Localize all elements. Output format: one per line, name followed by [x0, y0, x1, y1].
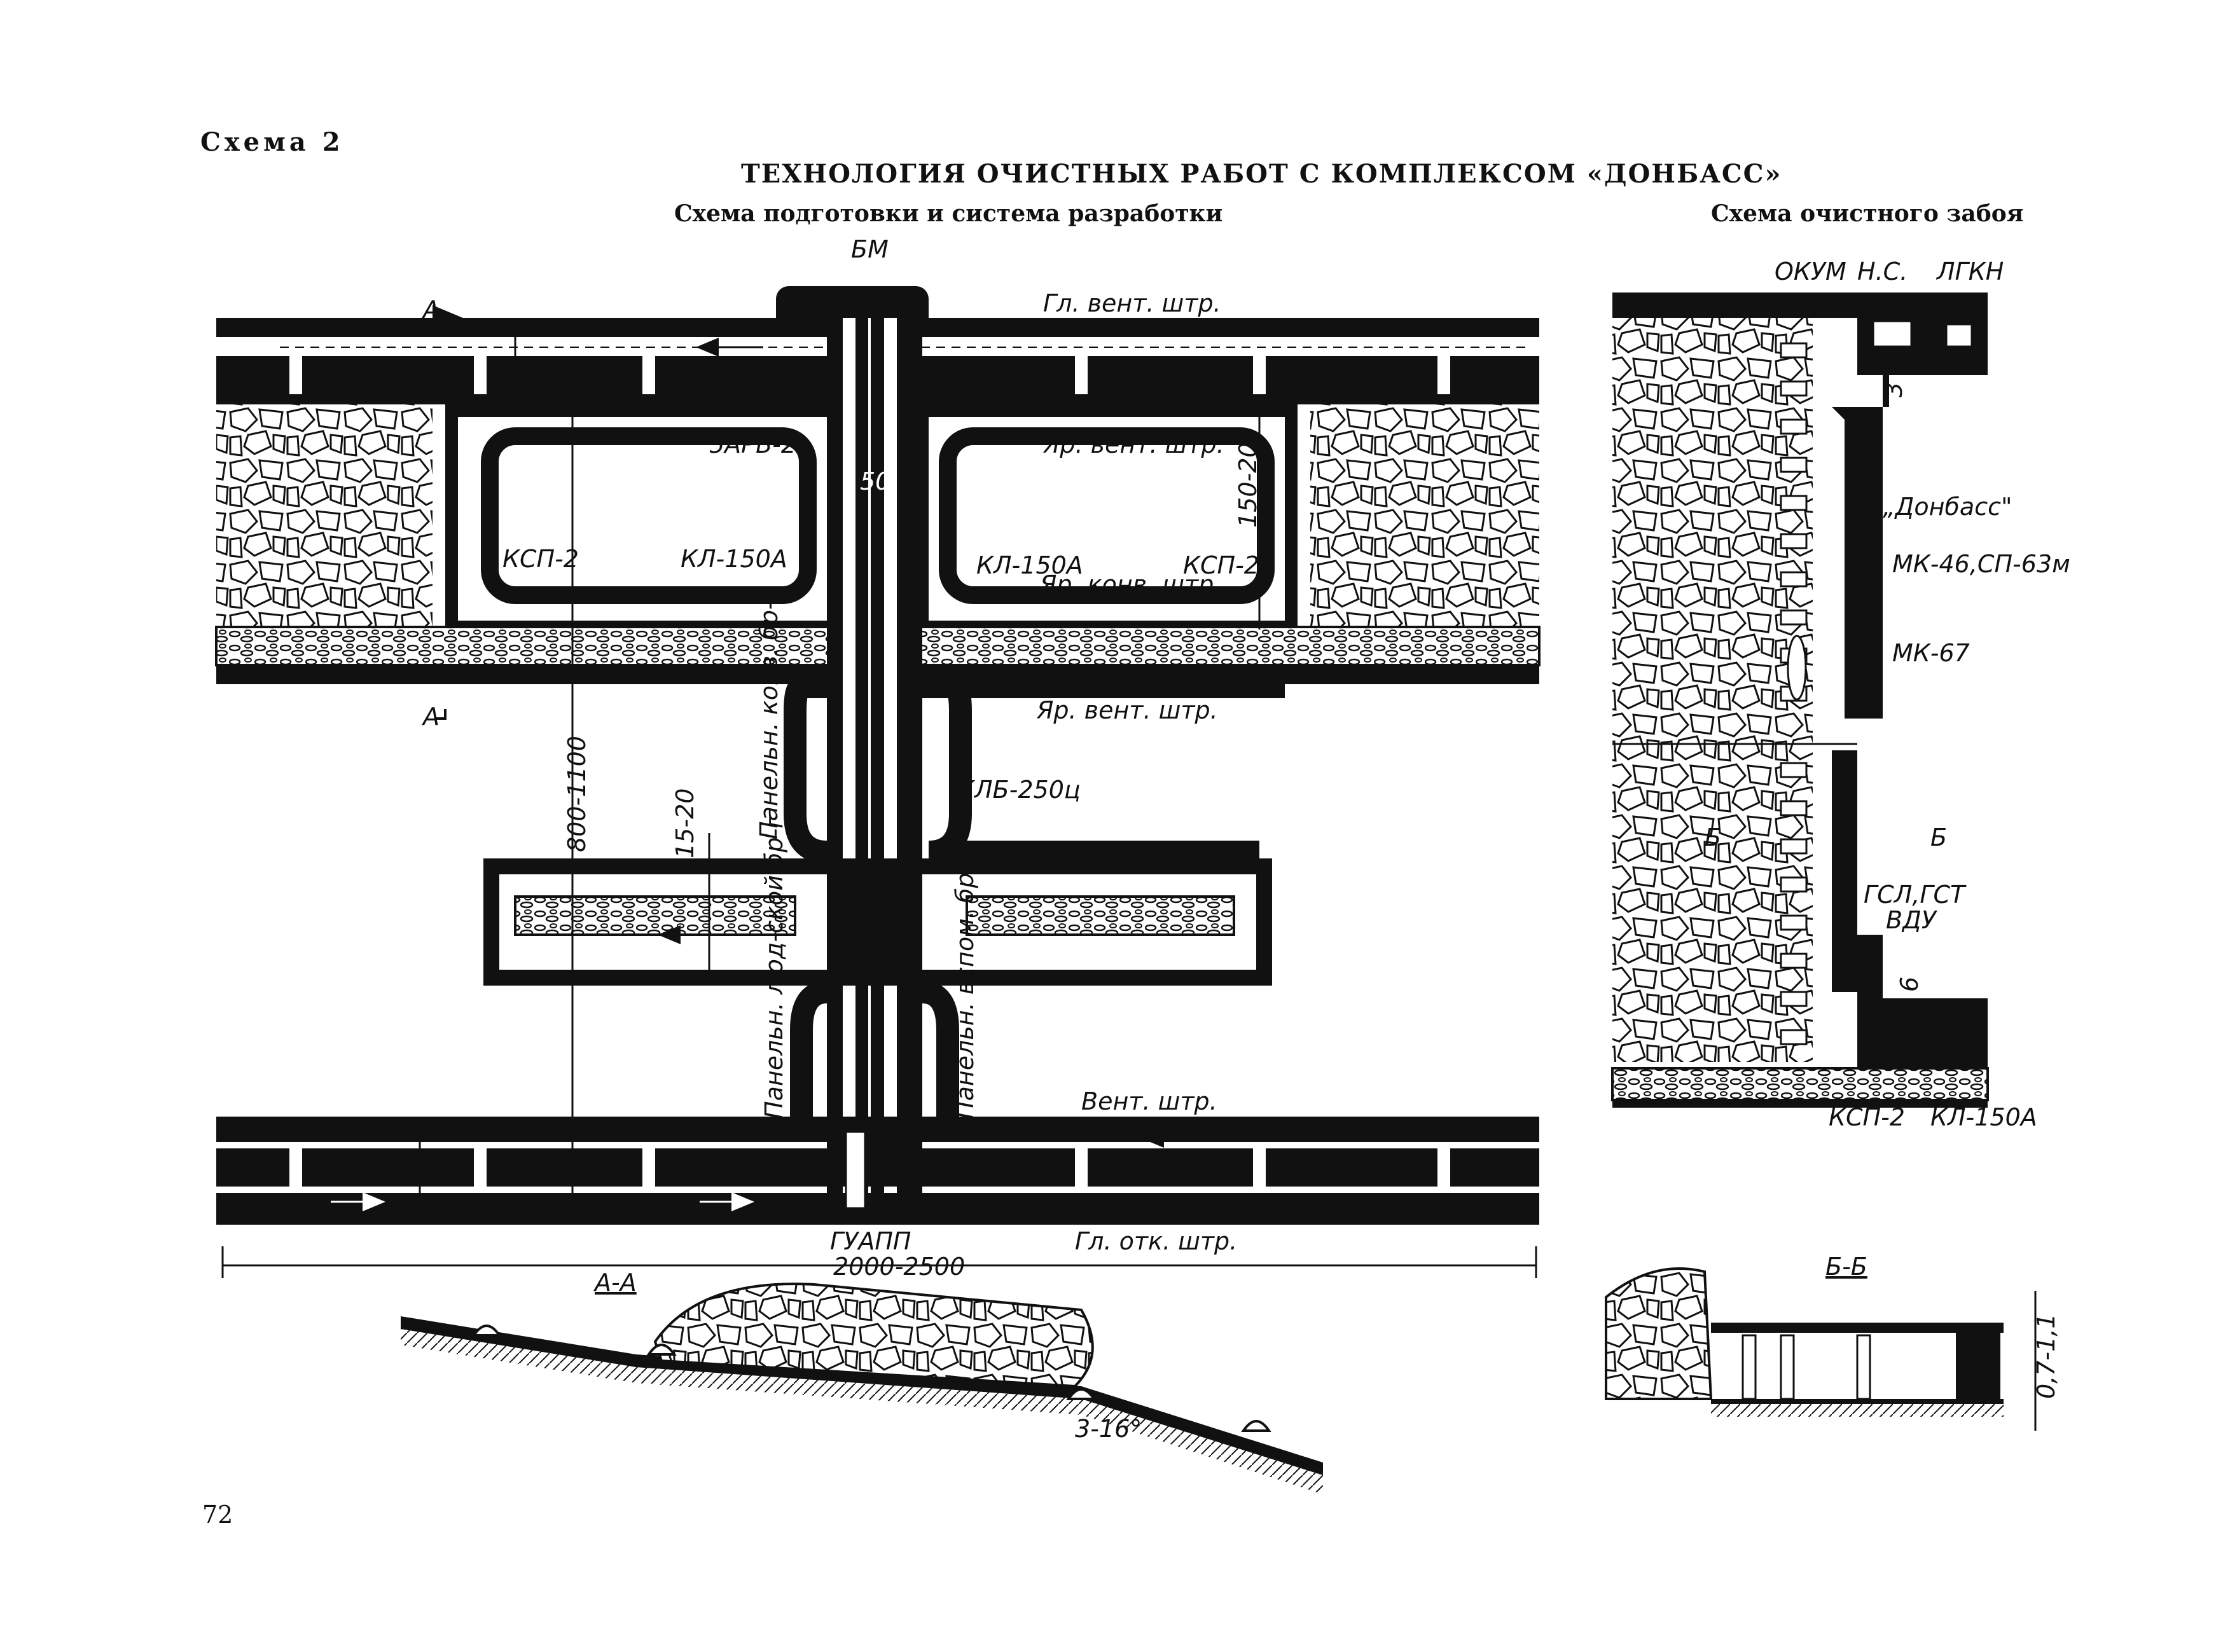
- dim-15: 15-20: [671, 788, 699, 858]
- face-scheme: [1611, 293, 1989, 1108]
- main-haulage-drift: [216, 1193, 1539, 1225]
- label-panel-vspom: Панельн. вспом. бр-г: [951, 851, 979, 1119]
- label-lgkn: ЛГКН: [1936, 258, 2004, 286]
- goaf-right-upper: [1310, 404, 1539, 627]
- label-vdu: ВДУ: [1886, 906, 1938, 934]
- label-ksp-right: КСП-2: [1183, 551, 1259, 579]
- label-b-left: Б: [1705, 823, 1721, 851]
- label-donbass: „Донбасс": [1883, 493, 2012, 521]
- section-a-top: А: [421, 296, 440, 324]
- scheme-number: Схема 2: [200, 127, 344, 157]
- goaf-left-upper: [216, 404, 433, 627]
- label-yar-konv: Яр. конв. штр.: [1039, 570, 1221, 598]
- label-mk67: МК-67: [1892, 639, 1970, 667]
- page-title: ТЕХНОЛОГИЯ ОЧИСТНЫХ РАБОТ С КОМПЛЕКСОМ «…: [741, 159, 1782, 189]
- label-yar-vent-top: Яр. вент. штр.: [1042, 430, 1224, 458]
- label-panel-konv: Панельн. конв. бр-г: [755, 588, 783, 839]
- face-subtitle: Схема очистного забоя: [1711, 200, 2024, 227]
- dim-face-6: 6: [1895, 977, 1923, 992]
- label-gl-vent: Гл. вент. штр.: [1043, 289, 1221, 317]
- dim-50: 50: [860, 467, 890, 495]
- label-kl250: КЛБ-250ц: [957, 776, 1081, 804]
- label-okum: ОКУМ: [1775, 258, 1846, 286]
- label-kl-left: КЛ-150А: [681, 545, 787, 573]
- label-kl150-face: КЛ-150А: [1930, 1103, 2037, 1131]
- dim-face-3: 3: [1880, 382, 1908, 397]
- dim-2000: 2000-2500: [833, 1253, 965, 1281]
- dim-30-top: 30: [506, 357, 534, 388]
- label-kl-right: КЛ-150А: [976, 551, 1083, 579]
- section-aa-angle: 3-16°: [1075, 1415, 1142, 1443]
- label-vent-bottom: Вент. штр.: [1081, 1087, 1217, 1115]
- label-ns: Н.С.: [1857, 258, 1908, 286]
- dim-150: 150-200: [1234, 427, 1262, 528]
- label-ksp-face: КСП-2: [1829, 1103, 1905, 1131]
- section-a-bottom: А: [421, 703, 440, 731]
- upper-left-panel: [445, 404, 846, 627]
- label-gsl: ГСЛ,ГСТ: [1864, 881, 1967, 909]
- section-aa-title: А-А: [593, 1269, 637, 1297]
- label-5arv: 5АРВ-2: [709, 430, 796, 458]
- label-guapp: ГУАПП: [830, 1227, 911, 1255]
- cross-panel: [483, 858, 1272, 986]
- section-aa: [401, 1283, 1323, 1494]
- central-inclines: [827, 318, 922, 1202]
- label-b-right: Б: [1930, 823, 1947, 851]
- section-bb-dim: 0,7-1,1: [2032, 1313, 2060, 1399]
- label-mk46: МК-46,СП-63м: [1892, 550, 2070, 578]
- middle-panel-left: [784, 675, 828, 864]
- upper-right-panel: [916, 404, 1298, 627]
- page-number: 72: [202, 1501, 233, 1529]
- label-bm: БМ: [851, 235, 889, 263]
- bottom-vent-drift: [216, 1117, 1539, 1187]
- label-yar-vent-mid: Яр. вент. штр.: [1036, 696, 1218, 724]
- dim-30-bottom: 30: [410, 1149, 438, 1180]
- label-ksp-left: КСП-2: [502, 545, 579, 573]
- section-bb-title: Б-Б: [1825, 1253, 1867, 1281]
- section-bb: [1605, 1267, 2037, 1431]
- label-panel-lyud: Панельн. люд-ской бр-г: [760, 815, 788, 1119]
- label-gl-otk: Гл. отк. штр.: [1075, 1227, 1237, 1255]
- dim-800: 800-1100: [563, 736, 591, 852]
- plan-subtitle: Схема подготовки и система разработки: [674, 200, 1223, 227]
- middle-panel-right: [922, 675, 1285, 864]
